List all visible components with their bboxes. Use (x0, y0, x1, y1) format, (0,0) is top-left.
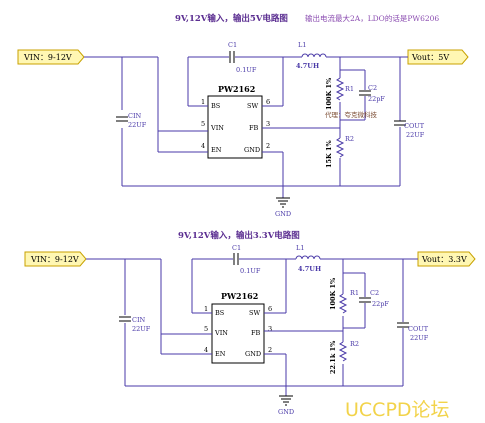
r1-value-2: 100K 1% (329, 277, 337, 310)
c1-value-1: 0.1UF (236, 66, 257, 74)
l1-value-2: 4.7UH (298, 265, 321, 273)
pin-vin-1: VIN (210, 124, 224, 132)
cout-label-1: COUT (404, 122, 425, 130)
pin-num-6-2: 6 (268, 305, 272, 313)
r1-label-1: R1 (345, 85, 354, 93)
vin-port-1 (17, 49, 85, 65)
resistor-r1-1 (335, 77, 345, 101)
agent-note: 代理：夸克微科技 (325, 110, 378, 119)
vout-label-2: Vout：3.3V (421, 255, 467, 264)
circuit1-subtitle: 输出电流最大2A，LDO的话是PW6206 (305, 13, 439, 23)
circuit1-title: 9V,12V输入，输出5V电路图 (175, 13, 288, 24)
pin-num-2-1: 2 (266, 142, 270, 150)
forum-watermark: UCCPD论坛 (345, 399, 450, 421)
pin-num-5-1: 5 (201, 120, 205, 128)
pin-num-6-1: 6 (266, 98, 270, 106)
r2-label-2: R2 (350, 340, 359, 348)
resistor-r2-1 (335, 137, 345, 158)
vout-port-1 (407, 49, 469, 65)
c2-value-1: 22pF (368, 95, 385, 103)
c1-label-1: C1 (228, 41, 237, 49)
pin-gnd-1: GND (244, 146, 260, 154)
vout-port-2 (417, 251, 476, 267)
vout-label-1: Vout：5V (411, 53, 449, 62)
r1-label-2: R1 (350, 289, 359, 297)
pin-gnd-2: GND (245, 350, 261, 358)
pin-num-4-1: 4 (201, 142, 205, 150)
circuit-5v: 9V,12V输入，输出5V电路图 输出电流最大2A，LDO的话是PW6206 V… (17, 13, 469, 218)
c2-label-1: C2 (368, 84, 377, 92)
pin-num-3-1: 3 (266, 120, 270, 128)
pin-bs-1: BS (211, 102, 220, 110)
circuit2-title: 9V,12V输入，输出3.3V电路图 (178, 230, 300, 241)
pin-num-4-2: 4 (204, 346, 208, 354)
inductor-l1-2 (295, 255, 321, 260)
pin-sw-1: SW (247, 102, 258, 110)
l1-label-1: L1 (298, 41, 306, 49)
c2-label-2: C2 (370, 289, 379, 297)
capacitor-cin-2 (119, 316, 131, 322)
capacitor-c2-1 (359, 90, 371, 96)
vin-port-2 (24, 251, 87, 267)
ic-name-1: PW2162 (218, 84, 255, 94)
r2-label-1: R2 (345, 135, 354, 143)
r1-value-1: 100K 1% (325, 77, 333, 110)
ic-name-2: PW2162 (221, 291, 258, 301)
ic-pw2162-1 (207, 95, 263, 159)
capacitor-cout-2 (397, 322, 409, 328)
wires-2 (86, 258, 418, 396)
capacitor-c1-1 (229, 51, 235, 63)
pin-fb-2: FB (251, 329, 261, 337)
r2-value-1: 15K 1% (325, 140, 333, 168)
gnd-label-2: GND (278, 408, 294, 416)
cin-value-1: 22UF (128, 121, 147, 129)
cout-label-2: COUT (408, 325, 429, 333)
pin-num-1-2: 1 (204, 305, 208, 313)
inductor-l1-1 (301, 53, 327, 58)
vin-label-2: VIN：9-12V (30, 255, 79, 264)
c1-value-2: 0.1UF (240, 267, 261, 275)
pin-en-1: EN (211, 146, 222, 154)
ground-icon-2 (279, 395, 293, 406)
cin-value-2: 22UF (132, 325, 151, 333)
cin-label-1: CIN (128, 112, 142, 120)
pin-vin-2: VIN (214, 329, 228, 337)
gnd-label-1: GND (275, 210, 291, 218)
vin-label-1: VIN：9-12V (23, 53, 72, 62)
pin-num-2-2: 2 (268, 346, 272, 354)
l1-value-1: 4.7UH (296, 62, 319, 70)
capacitor-c1-2 (233, 253, 239, 265)
capacitor-c2-2 (359, 297, 371, 303)
pin-sw-2: SW (249, 309, 260, 317)
pin-bs-2: BS (215, 309, 224, 317)
capacitor-cin-1 (116, 116, 128, 122)
c2-value-2: 22pF (372, 300, 389, 308)
cout-value-2: 22UF (410, 334, 429, 342)
pin-num-5-2: 5 (204, 325, 208, 333)
circuit-3v3: 9V,12V输入，输出3.3V电路图 VIN：9-12V Vout：3.3V P… (24, 230, 476, 416)
cout-value-1: 22UF (406, 131, 425, 139)
resistor-r2-2 (338, 341, 348, 362)
c1-label-2: C1 (232, 244, 241, 252)
pin-num-1-1: 1 (201, 98, 205, 106)
ic-pw2162-2 (211, 303, 265, 364)
pin-en-2: EN (215, 350, 226, 358)
r2-value-2: 22.1k 1% (329, 340, 337, 374)
wires-1 (84, 56, 408, 198)
ground-icon-1 (276, 197, 290, 208)
l1-label-2: L1 (296, 244, 304, 252)
capacitor-cout-1 (394, 120, 406, 126)
pin-num-3-2: 3 (268, 325, 272, 333)
pin-fb-1: FB (249, 124, 259, 132)
resistor-r1-2 (338, 293, 348, 314)
cin-label-2: CIN (132, 316, 146, 324)
